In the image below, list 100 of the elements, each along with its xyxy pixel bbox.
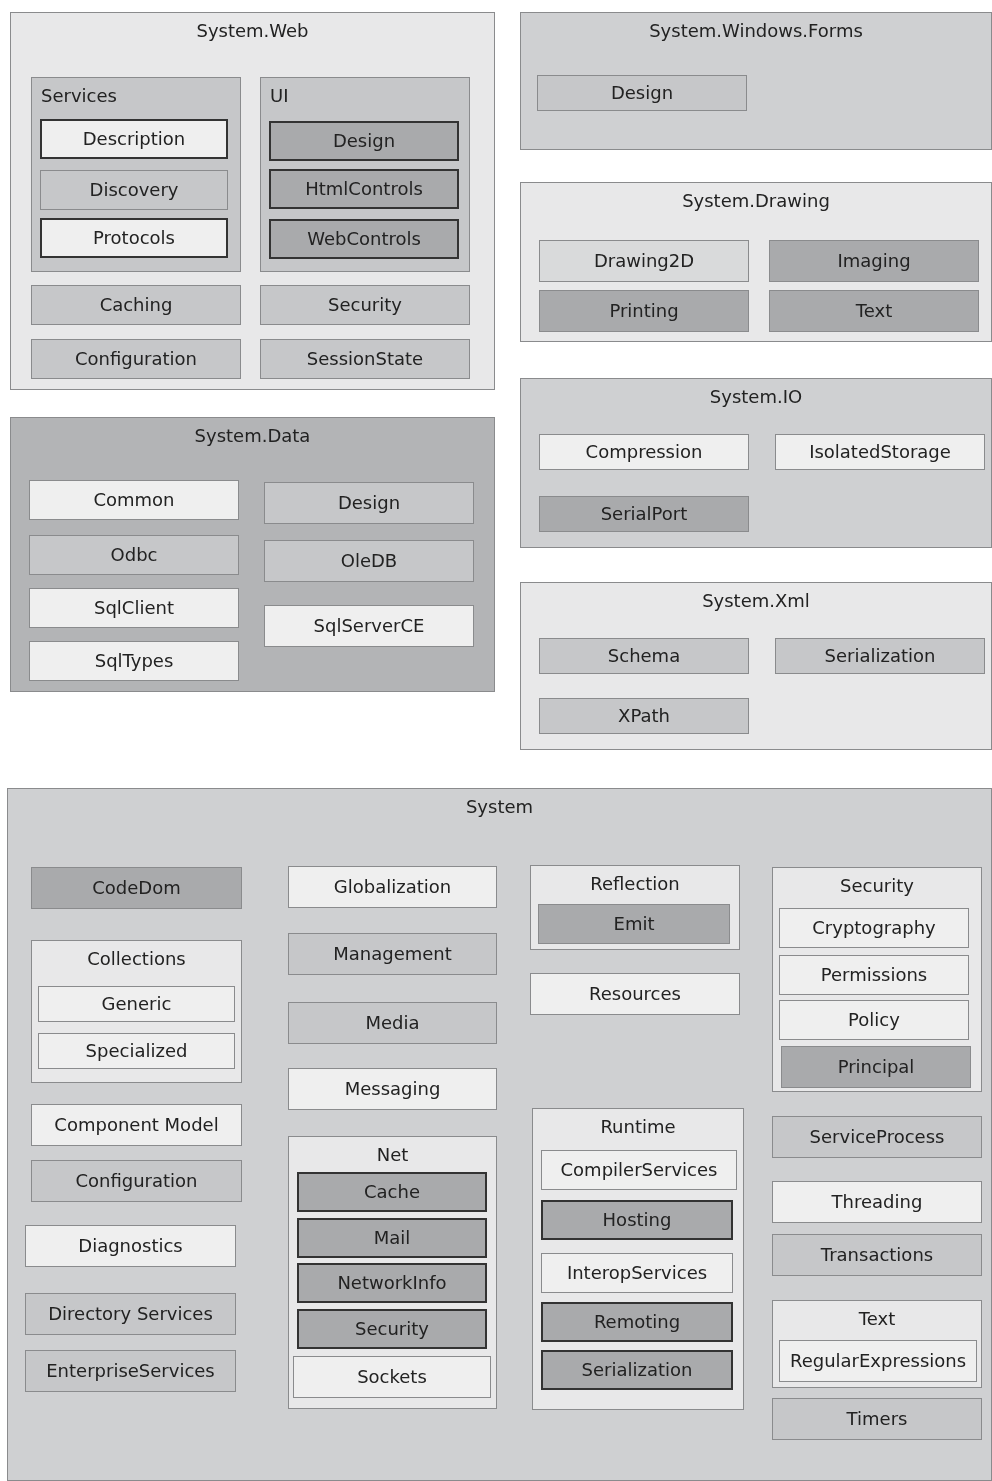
namespace-box (297, 1309, 487, 1349)
namespace-panel (532, 1108, 744, 1410)
namespace-label: Component Model (54, 1115, 219, 1135)
namespace-title: Security (839, 876, 915, 896)
namespace-label: Permissions (820, 965, 928, 985)
namespace-box (29, 480, 239, 520)
namespace-panel (520, 582, 992, 750)
namespace-box (40, 218, 228, 258)
namespace-panel (772, 1300, 982, 1388)
namespace-label: EnterpriseServices (46, 1361, 215, 1381)
namespace-label: Media (365, 1013, 420, 1033)
namespace-title: Collections (86, 949, 187, 969)
namespace-label: Configuration (74, 349, 198, 369)
namespace-panel (31, 940, 242, 1083)
namespace-box (288, 866, 497, 908)
namespace-title: System.Web (195, 21, 310, 41)
namespace-box (31, 285, 241, 325)
namespace-label: OleDB (340, 551, 398, 571)
namespace-box (539, 290, 749, 332)
namespace-label: Security (355, 1319, 429, 1339)
namespace-label: Cache (364, 1182, 420, 1202)
namespace-title: UI (270, 86, 289, 106)
namespace-box (31, 1160, 242, 1202)
namespace-label: SqlClient (94, 598, 174, 618)
namespace-label: Text (855, 301, 893, 321)
namespace-label: Mail (373, 1228, 411, 1248)
namespace-label: Design (610, 83, 674, 103)
namespace-box (269, 219, 459, 259)
namespace-box (769, 290, 979, 332)
namespace-label: SqlServerCE (313, 616, 425, 636)
namespace-box (264, 605, 474, 647)
namespace-box (25, 1350, 236, 1392)
namespace-label: Policy (848, 1010, 900, 1030)
namespace-label: Discovery (89, 180, 179, 200)
namespace-panel (520, 12, 992, 150)
namespace-label: Sockets (357, 1367, 427, 1387)
namespace-box (297, 1263, 487, 1303)
namespace-box (772, 1181, 982, 1223)
namespace-box (293, 1356, 491, 1398)
namespace-box (31, 867, 242, 909)
namespace-label: Design (337, 493, 401, 513)
namespace-label: HtmlControls (305, 179, 423, 199)
namespace-box (38, 1033, 235, 1069)
namespace-box (25, 1293, 236, 1335)
namespace-label: Configuration (75, 1171, 198, 1191)
namespace-label: WebControls (307, 229, 421, 249)
namespace-box (31, 1104, 242, 1146)
namespace-label: Transactions (820, 1245, 934, 1265)
namespace-label: NetworkInfo (337, 1273, 447, 1293)
namespace-box (541, 1253, 733, 1293)
namespace-panel (530, 865, 740, 950)
namespace-title: Text (857, 1309, 897, 1329)
namespace-box (541, 1302, 733, 1342)
namespace-label: IsolatedStorage (809, 442, 951, 462)
namespace-box (772, 1398, 982, 1440)
namespace-box (29, 535, 239, 575)
namespace-label: Schema (607, 646, 681, 666)
namespace-label: Resources (589, 984, 681, 1004)
namespace-label: ServiceProcess (809, 1127, 945, 1147)
namespace-label: Caching (99, 295, 173, 315)
namespace-label: Diagnostics (78, 1236, 183, 1256)
namespace-label: Emit (613, 914, 655, 934)
namespace-box (541, 1200, 733, 1240)
namespace-box (539, 434, 749, 470)
namespace-label: Principal (837, 1057, 915, 1077)
namespace-box (539, 240, 749, 282)
namespace-label: Serialization (824, 646, 936, 666)
namespace-label: Management (333, 944, 452, 964)
namespace-box (772, 1116, 982, 1158)
namespace-box (40, 119, 228, 159)
namespace-box (775, 638, 985, 674)
namespace-box (29, 641, 239, 681)
namespace-label: Drawing2D (593, 251, 695, 271)
namespace-box (29, 588, 239, 628)
namespace-title: System.Windows.Forms (648, 21, 864, 41)
namespace-panel (10, 417, 495, 692)
namespace-label: Security (328, 295, 402, 315)
namespace-box (25, 1225, 236, 1267)
namespace-box (38, 986, 235, 1022)
namespace-title: System (464, 797, 535, 817)
namespace-box (769, 240, 979, 282)
namespace-label: Protocols (93, 228, 175, 248)
namespace-label: SessionState (306, 349, 424, 369)
namespace-box (288, 1068, 497, 1110)
namespace-label: Timers (846, 1409, 908, 1429)
namespace-label: Hosting (602, 1210, 672, 1230)
namespace-box (264, 482, 474, 524)
namespace-label: CodeDom (92, 878, 181, 898)
namespace-label: Serialization (581, 1360, 693, 1380)
namespace-box (260, 339, 470, 379)
namespace-box (288, 933, 497, 975)
namespace-box (539, 638, 749, 674)
namespace-label: Imaging (837, 251, 911, 271)
namespace-label: Generic (101, 994, 172, 1014)
namespace-box (264, 540, 474, 582)
namespace-title: System.Xml (701, 591, 811, 611)
namespace-box (779, 955, 969, 995)
namespace-label: XPath (618, 706, 670, 726)
namespace-label: Messaging (344, 1079, 441, 1099)
namespace-box (781, 1046, 971, 1088)
